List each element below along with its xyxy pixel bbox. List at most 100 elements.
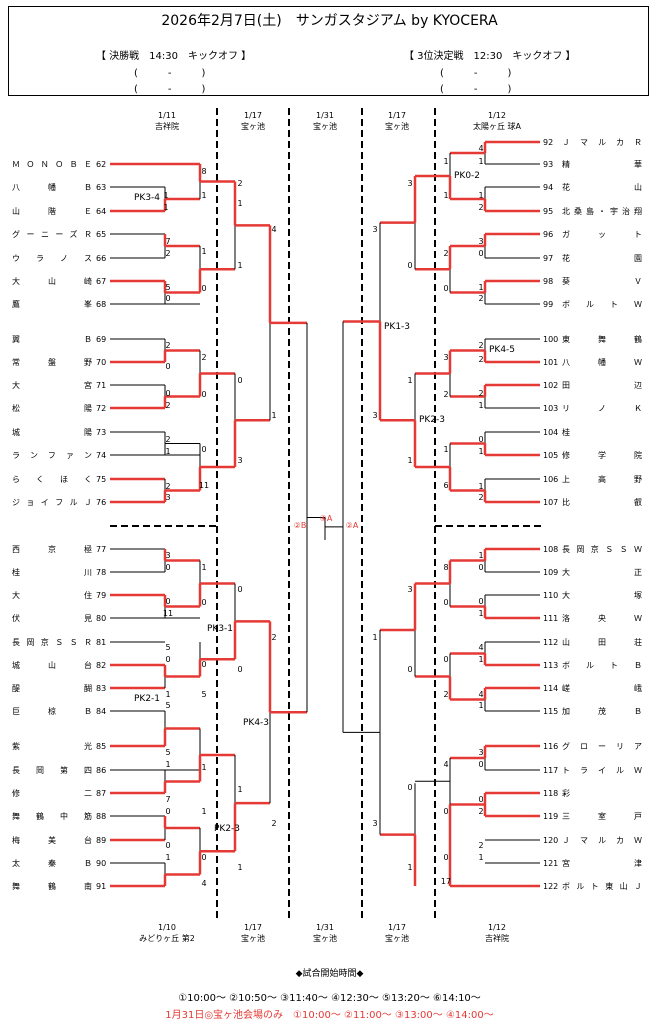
team-name: ジョイフルＪ (12, 498, 92, 507)
score-label: 1 (372, 633, 377, 642)
team-name: 紫光 (12, 741, 92, 751)
score-label: 0 (443, 284, 448, 293)
team-name: 舞鶴中筋 (12, 811, 92, 821)
team-name: らくほく (12, 475, 92, 484)
team-number: 113 (543, 661, 558, 670)
team-name: 鷹峯 (12, 299, 92, 309)
score-label: 2 (443, 249, 448, 258)
team-name: 修二 (12, 788, 92, 798)
team-name: 洛央Ｗ (562, 613, 642, 623)
team-name: 三室戸 (562, 811, 642, 821)
score-label: 0 (478, 795, 483, 804)
team-name: 大山崎 (12, 276, 92, 286)
semifinal-left-marker: ②B (294, 521, 307, 530)
team-name: トライルＷ (562, 766, 642, 775)
team-name: リノＫ (562, 404, 642, 413)
team-name: 精華 (562, 159, 642, 169)
score-label: 6 (443, 481, 448, 490)
team-number: 80 (96, 614, 106, 623)
team-name: 東舞鶴 (562, 334, 642, 344)
team-number: 110 (543, 591, 558, 600)
score-label: 0 (478, 435, 483, 444)
score-label: 2 (165, 435, 170, 444)
team-number: 119 (543, 812, 558, 821)
header-box (8, 6, 649, 96)
score-label: 1 (443, 445, 448, 454)
score-label: 0 (165, 563, 170, 572)
team-name: ボルトＷ (562, 300, 642, 309)
team-number: 106 (543, 475, 558, 484)
team-name: 大正 (562, 567, 642, 577)
team-name: 桂 (562, 427, 570, 437)
score-label: 5 (165, 701, 170, 710)
pk-label: PK4-3 (243, 718, 269, 728)
team-number: 118 (543, 789, 558, 798)
team-name: グーニーズＲ (12, 229, 92, 239)
score-label: 1 (163, 203, 168, 212)
score-label: 1 (478, 401, 483, 410)
team-number: 81 (96, 638, 106, 647)
score-label: 3 (407, 179, 412, 188)
score-label: 2 (237, 179, 242, 188)
score-label: 3 (478, 748, 483, 757)
team-number: 116 (543, 742, 558, 751)
round-date: 1/12 (488, 111, 506, 120)
score-label: 0 (407, 665, 412, 674)
team-number: 85 (96, 742, 106, 751)
score-label: 1 (237, 199, 242, 208)
team-name: ガット (562, 229, 642, 239)
score-label: 8 (443, 563, 448, 572)
team-name: 彩 (562, 788, 570, 798)
team-name: 桂川 (12, 567, 92, 577)
team-number: 122 (543, 882, 558, 891)
team-name: ボルト東山Ｊ (562, 881, 642, 891)
score-label: 1 (407, 376, 412, 385)
team-number: 112 (543, 638, 558, 647)
score-label: 8 (201, 167, 206, 176)
team-number: 84 (96, 707, 106, 716)
score-label: 1 (407, 456, 412, 465)
score-label: 0 (201, 390, 206, 399)
score-label: 2 (478, 389, 483, 398)
semifinal-right-marker: ②A (346, 521, 359, 530)
team-name: グローリア (562, 741, 642, 751)
score-label: 0 (165, 294, 170, 303)
team-number: 77 (96, 545, 106, 554)
team-number: 87 (96, 789, 106, 798)
round-venue: 宝ヶ池 (385, 933, 409, 943)
score-label: 2 (443, 690, 448, 699)
round-venue: 宝ヶ池 (241, 933, 265, 943)
score-label: 0 (165, 389, 170, 398)
score-label: 3 (372, 225, 377, 234)
team-name: 巨椋Ｂ (12, 706, 92, 716)
third-place-label: 【 3位決定戦 12:30 キックオフ 】 (404, 51, 576, 62)
score-label: 1 (478, 551, 483, 560)
team-name: 比叡 (562, 497, 642, 507)
score-label: 2 (443, 390, 448, 399)
team-name: 城山台 (12, 660, 92, 670)
score-label: 0 (201, 445, 206, 454)
score-label: 7 (165, 795, 170, 804)
team-number: 66 (96, 254, 106, 263)
score-label: 3 (165, 493, 170, 502)
score-label: 3 (478, 237, 483, 246)
round-date: 1/31 (316, 111, 334, 120)
team-name: 城陽 (12, 428, 92, 437)
score-label: 5 (165, 643, 170, 652)
score-label: 0 (237, 585, 242, 594)
round-venue: 宝ヶ池 (313, 933, 337, 943)
team-name: 八幡Ｂ (12, 182, 92, 192)
team-number: 117 (543, 766, 558, 775)
third-place-result-2: ( - ) (440, 84, 512, 95)
score-label: 4 (478, 144, 483, 153)
team-name: ＪマルカＷ (562, 836, 642, 845)
score-label: 5 (165, 283, 170, 292)
score-label: 4 (478, 690, 483, 699)
team-number: 70 (96, 358, 106, 367)
score-label: 0 (237, 665, 242, 674)
score-label: 2 (478, 807, 483, 816)
final-marker: ④A (320, 514, 333, 523)
score-label: 1 (478, 447, 483, 456)
team-name: 大住 (12, 590, 92, 600)
